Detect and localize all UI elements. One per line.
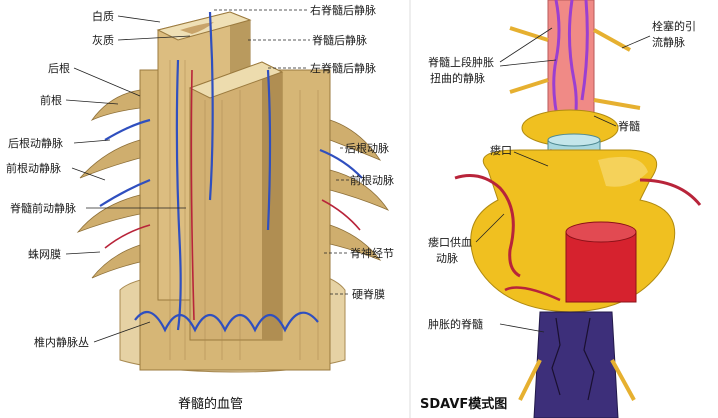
- label-engorged-2: 扭曲的静脉: [430, 71, 485, 85]
- label-post-spinal-vein: 脊髓后静脉: [312, 33, 367, 47]
- label-swollen-cord: 肿胀的脊髓: [428, 317, 483, 331]
- left-caption: 脊髓的血管: [178, 396, 243, 412]
- label-engorged-1: 脊髓上段肿胀: [428, 55, 494, 69]
- spinal-cord-illustration: [76, 11, 390, 373]
- label-ant-root-vessels: 前根动静脉: [6, 161, 61, 175]
- left-panel: 白质 灰质 后根 前根 后根动静脉 前根动静脉 脊髓前动静脉 蛛网膜 椎内静脉丛…: [6, 3, 394, 412]
- label-right-post-spinal-vein: 右脊髓后静脉: [310, 3, 376, 17]
- sdavf-illustration: [454, 0, 702, 418]
- left-side-labels: 白质 灰质 后根 前根 后根动静脉 前根动静脉 脊髓前动静脉 蛛网膜 椎内静脉丛: [6, 9, 191, 349]
- label-ant-spinal-vessels: 脊髓前动静脉: [10, 201, 76, 215]
- label-dorsal-root: 后根: [48, 61, 70, 75]
- label-feeder-2: 动脉: [436, 251, 458, 265]
- label-fistula: 瘘口: [490, 143, 512, 157]
- label-ventral-root: 前根: [40, 93, 62, 107]
- label-spinal-cord: 脊髓: [618, 119, 640, 133]
- label-post-root-vein: 后根动静脉: [8, 136, 63, 150]
- label-embolized-drain-1: 栓塞的引: [652, 19, 696, 33]
- label-spinal-ganglion: 脊神经节: [350, 246, 394, 260]
- label-arachnoid: 蛛网膜: [28, 247, 61, 261]
- label-int-venous-plexus: 椎内静脉丛: [34, 335, 89, 349]
- label-white-matter: 白质: [92, 9, 114, 23]
- label-post-root-artery: 后根动脉: [345, 141, 389, 155]
- right-panel-labels: 栓塞的引 流静脉 脊髓上段肿胀 扭曲的静脉 脊髓 瘘口 瘘口供血 动脉 肿胀的脊…: [428, 19, 696, 333]
- label-ant-root-artery: 前根动脉: [350, 173, 394, 187]
- label-gray-matter: 灰质: [92, 33, 114, 47]
- label-dura: 硬脊膜: [352, 287, 385, 301]
- right-caption: SDAVF模式图: [420, 396, 507, 412]
- right-panel: 栓塞的引 流静脉 脊髓上段肿胀 扭曲的静脉 脊髓 瘘口 瘘口供血 动脉 肿胀的脊…: [420, 0, 702, 418]
- label-feeder-1: 瘘口供血: [428, 235, 472, 249]
- label-embolized-drain-2: 流静脉: [652, 35, 685, 49]
- left-panel-right-labels: 右脊髓后静脉 脊髓后静脉 左脊髓后静脉 后根动脉 前根动脉 脊神经节 硬脊膜: [214, 3, 394, 301]
- label-left-post-spinal-vein: 左脊髓后静脉: [310, 61, 376, 75]
